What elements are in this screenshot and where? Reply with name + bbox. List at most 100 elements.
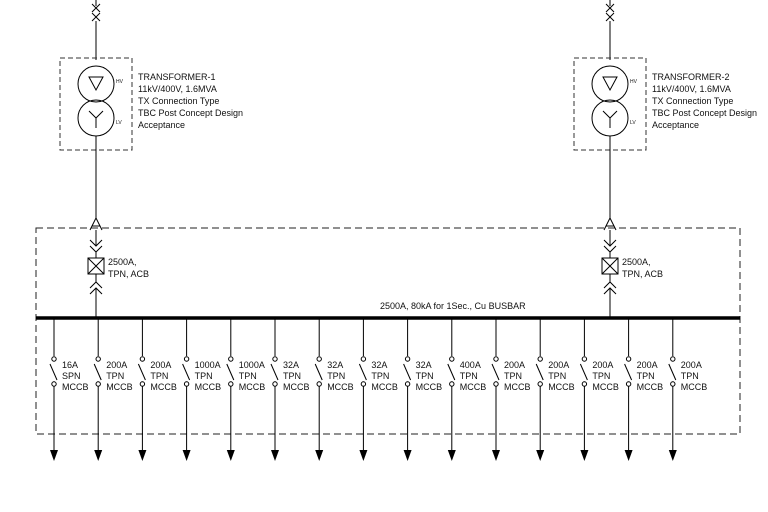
feeder-label-poles: TPN (150, 371, 168, 381)
feeder-label-poles: TPN (504, 371, 522, 381)
hv-isolator-1 (91, 0, 101, 60)
breaker-blade (314, 363, 323, 381)
cable-termination-icon (603, 216, 617, 231)
hv-label: HV (630, 79, 638, 85)
feeder-label-type: MCCB (592, 382, 619, 392)
breaker-contact-top (228, 356, 234, 362)
breaker-contact-bottom (228, 381, 234, 387)
feeder-label-poles: TPN (592, 371, 610, 381)
breaker-contact-top (581, 356, 588, 362)
breaker-contact-top (316, 356, 322, 362)
feeder-arrow-icon (580, 450, 589, 461)
feeder-label-rating: 32A (371, 360, 387, 370)
breaker-contact-top (183, 356, 190, 362)
breaker-contact-bottom (537, 381, 543, 387)
transformer-2-hv-winding (591, 65, 629, 103)
feeder-label-type: MCCB (239, 382, 265, 392)
acb-2-rating: 2500A, (622, 257, 651, 267)
breaker-contact-bottom (404, 381, 411, 387)
breaker-blade (403, 363, 412, 381)
feeder-arrow-icon (226, 450, 235, 461)
feeder-arrow-icon (624, 450, 633, 461)
transformer-1-title: TRANSFORMER-1 (138, 72, 216, 82)
feeder-label-type: MCCB (416, 382, 443, 392)
breaker-blade (270, 363, 279, 381)
breaker-blade (579, 363, 588, 381)
feeder-label-poles: TPN (106, 371, 124, 381)
transformer-2-title: TRANSFORMER-2 (652, 72, 730, 82)
feeder-label-type: MCCB (504, 382, 531, 392)
breaker-contact-top (51, 356, 57, 362)
breaker-blade (226, 363, 235, 381)
breaker-contact-top (404, 356, 411, 362)
feeder-arrow-icon (94, 450, 103, 461)
feeder-arrow-icon (271, 450, 279, 461)
feeder-label-rating: 1000A (195, 360, 221, 370)
breaker-blade (668, 363, 677, 381)
transformer-1-hv-winding (77, 65, 115, 103)
switchboard-enclosure (35, 227, 741, 435)
breaker-contact-bottom (95, 381, 101, 387)
feeder-label-poles: TPN (327, 371, 345, 381)
feeder-label-type: MCCB (106, 382, 133, 392)
breaker-contact-bottom (139, 381, 146, 387)
feeder-arrow-icon (138, 450, 147, 461)
acb-1-type: TPN, ACB (108, 269, 149, 279)
feeder-label-type: MCCB (371, 382, 398, 392)
breaker-contact-bottom (272, 381, 278, 387)
hv-isolator-2 (605, 0, 615, 60)
feeder-label-poles: TPN (681, 371, 699, 381)
cable-termination-icon (89, 216, 103, 231)
incomer-1: HV LV TRANSFORMER-1 11kV/400V, 1.6MVA TX… (59, 0, 243, 318)
feeder-label-poles: TPN (637, 371, 655, 381)
outgoing-feeders: 16ASPNMCCB200ATPNMCCB200ATPNMCCB1000ATPN… (49, 318, 707, 461)
incomer-2: HV LV TRANSFORMER-2 11kV/400V, 1.6MVA TX… (573, 0, 757, 318)
transformer-1-connection: TX Connection Type (138, 96, 219, 106)
feeder-label-poles: SPN (62, 371, 81, 381)
breaker-blade (93, 363, 102, 381)
feeder-label-poles: TPN (371, 371, 389, 381)
star-symbol-icon (602, 110, 618, 128)
feeder-arrow-icon (403, 450, 412, 461)
feeder-label-type: MCCB (637, 382, 664, 392)
feeder-label-type: MCCB (62, 382, 89, 392)
feeder-arrow-icon (50, 450, 58, 461)
breaker-contact-bottom (670, 381, 676, 387)
feeder-label-poles: TPN (416, 371, 434, 381)
breaker-contact-bottom (316, 381, 322, 387)
feeder-label-rating: 200A (504, 360, 525, 370)
lv-label: LV (116, 120, 122, 126)
breaker-contact-top (95, 356, 101, 362)
feeder-label-type: MCCB (195, 382, 222, 392)
acb-2-type: TPN, ACB (622, 269, 663, 279)
feeder-label-rating: 200A (681, 360, 702, 370)
feeder-arrow-icon (447, 450, 456, 461)
feeder-label-rating: 400A (460, 360, 481, 370)
feeder-label-poles: TPN (548, 371, 566, 381)
breaker-contact-top (670, 356, 676, 362)
feeder-arrow-icon (359, 450, 368, 461)
breaker-blade (491, 363, 500, 381)
delta-symbol-icon (602, 76, 618, 92)
breaker-contact-top (449, 356, 455, 362)
feeder-label-type: MCCB (327, 382, 354, 392)
feeder-arrow-icon (668, 450, 677, 461)
feeder-arrow-icon (315, 450, 324, 461)
breaker-contact-bottom (581, 381, 588, 387)
breaker-contact-top (493, 356, 499, 362)
breaker-contact-top (272, 356, 278, 362)
feeder-label-poles: TPN (195, 371, 213, 381)
breaker-blade (358, 363, 367, 381)
transformer-1-rating: 11kV/400V, 1.6MVA (138, 84, 217, 94)
feeder-label-type: MCCB (150, 382, 177, 392)
feeder-label-type: MCCB (460, 382, 487, 392)
